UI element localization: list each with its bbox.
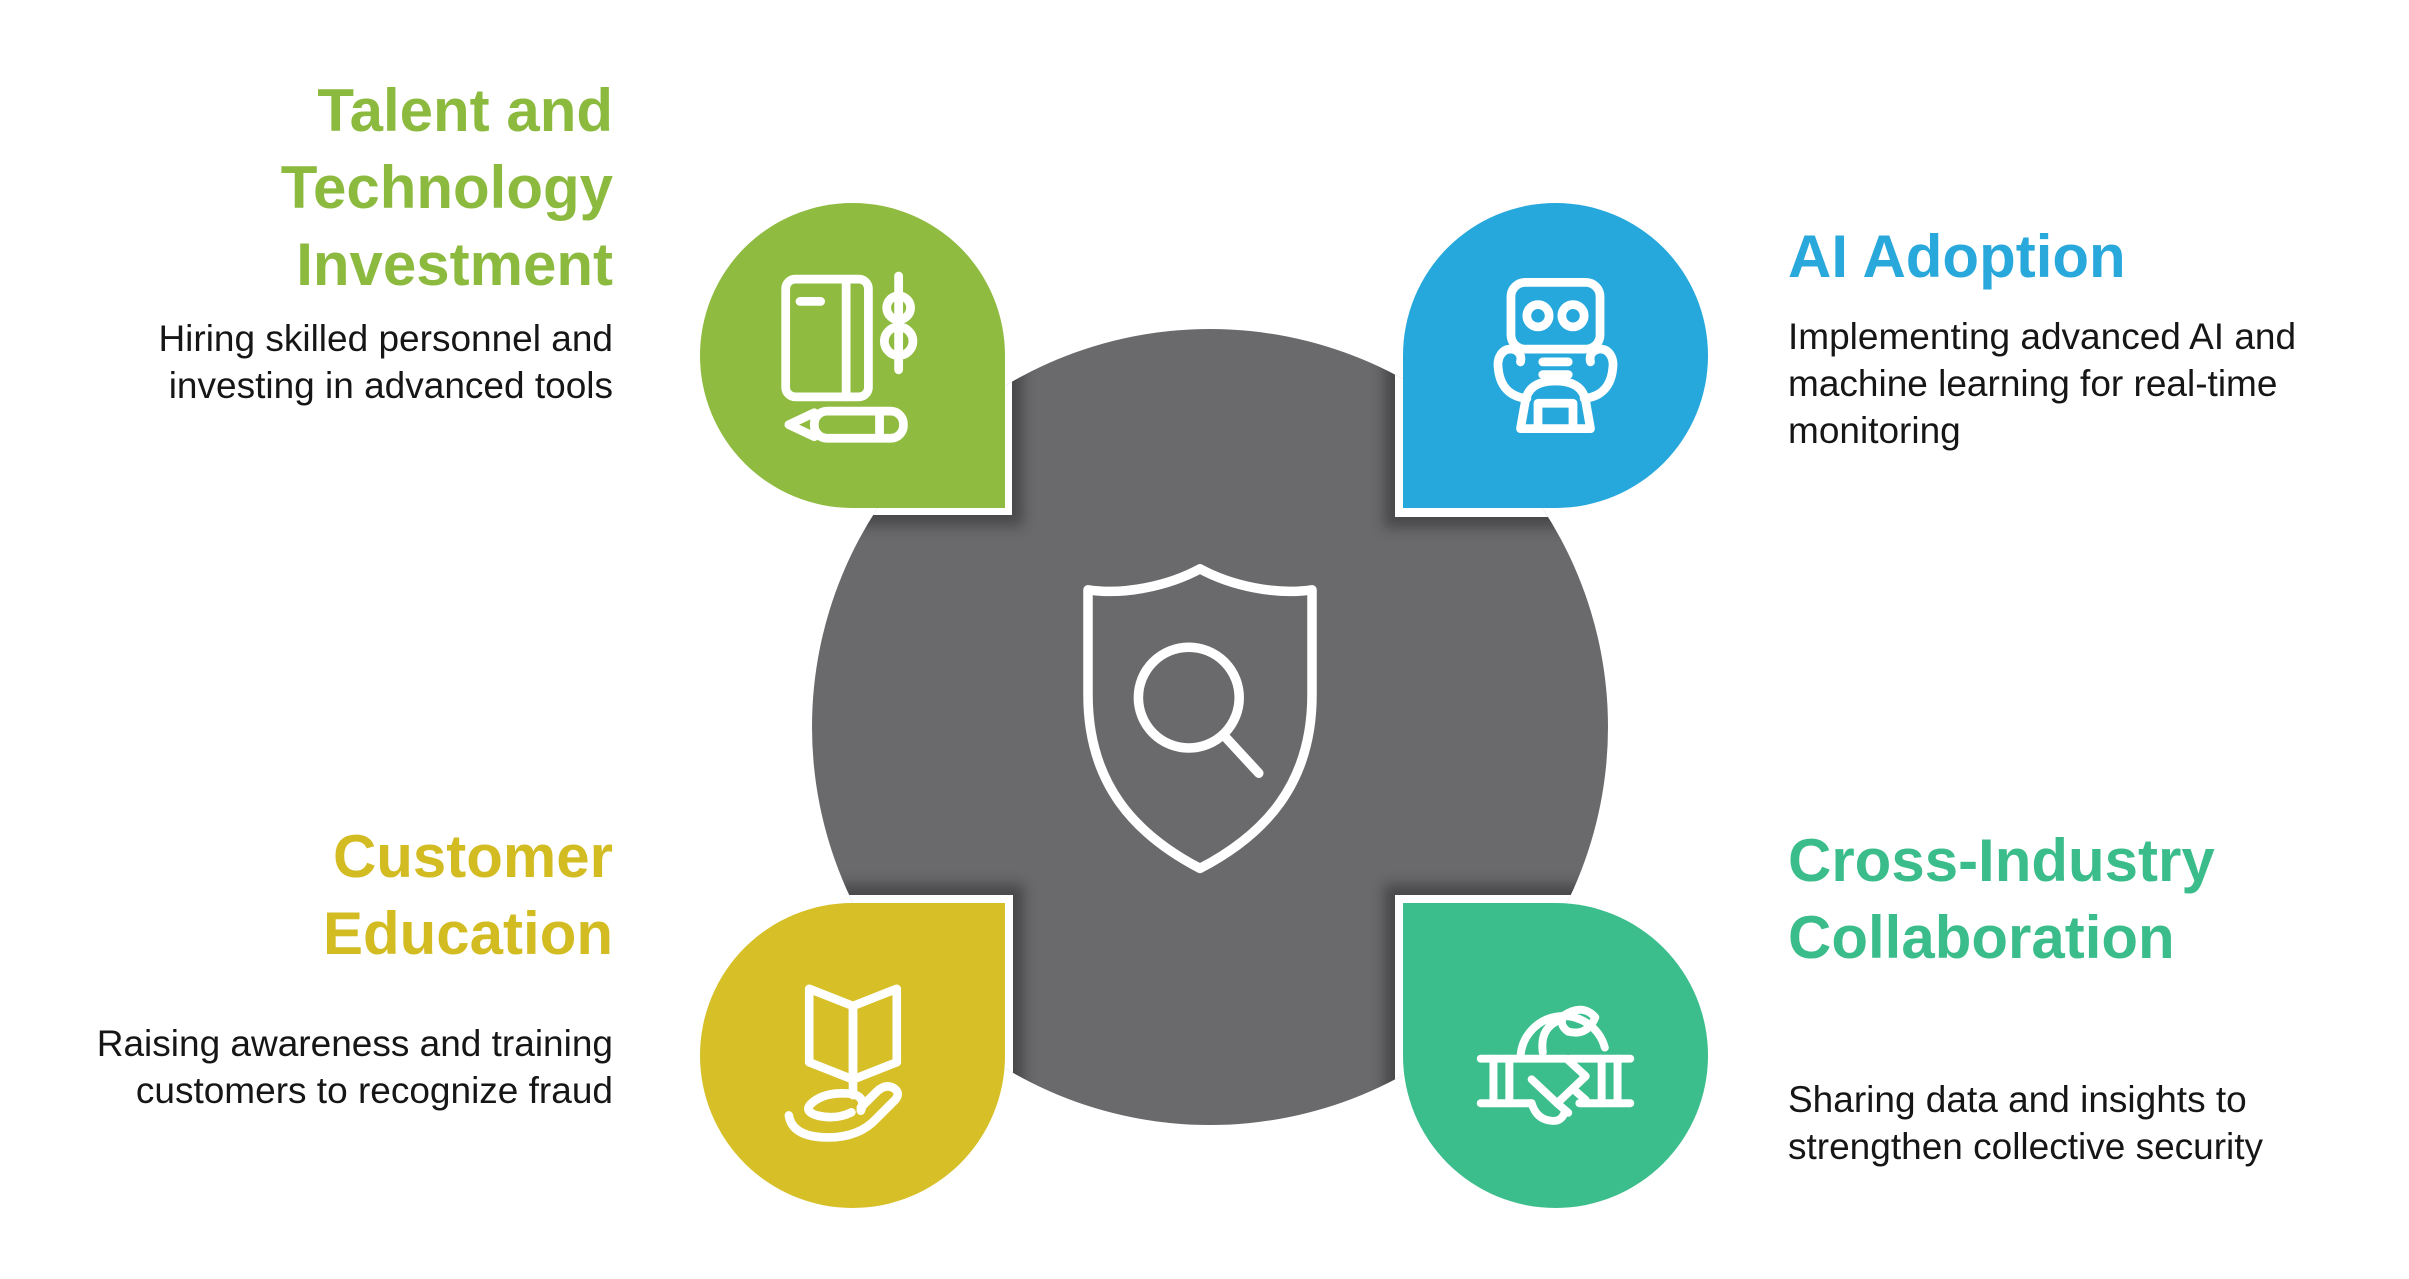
- collaboration-title-line: Cross-Industry: [1788, 827, 2215, 894]
- quadrant-talent-text: Talent and Technology Investment Hiring …: [158, 72, 613, 409]
- collaboration-desc-line: strengthen collective security: [1788, 1126, 2264, 1167]
- talent-title-line: Investment: [296, 231, 613, 298]
- talent-desc-line: investing in advanced tools: [168, 365, 613, 406]
- ai-desc-line: Implementing advanced AI and: [1788, 316, 2297, 357]
- open-book-hand-icon: [784, 983, 902, 1142]
- ai-desc-line: machine learning for real-time: [1788, 363, 2278, 404]
- ai-desc-line: monitoring: [1788, 410, 1961, 451]
- customer-description: Raising awareness and training customers…: [97, 1020, 613, 1114]
- collaboration-title: Cross-Industry Collaboration: [1788, 822, 2263, 976]
- talent-title: Talent and Technology Investment: [158, 72, 613, 303]
- quadrant-ai-text: AI Adoption Implementing advanced AI and…: [1788, 218, 2296, 454]
- badge-ai: [1403, 203, 1708, 508]
- quadrant-collaboration-text: Cross-Industry Collaboration Sharing dat…: [1788, 822, 2263, 1170]
- badge-collaboration: [1403, 903, 1708, 1208]
- robot-icon: [1493, 277, 1618, 434]
- talent-title-line: Technology: [280, 154, 613, 221]
- customer-title-line: Education: [322, 900, 613, 967]
- badge-customer: [700, 903, 1005, 1208]
- talent-desc-line: Hiring skilled personnel and: [158, 318, 613, 359]
- collaboration-description: Sharing data and insights to strengthen …: [1788, 1076, 2263, 1170]
- ai-description: Implementing advanced AI and machine lea…: [1788, 313, 2296, 454]
- ai-title: AI Adoption: [1788, 218, 2296, 295]
- customer-title: Customer Education: [97, 818, 613, 972]
- customer-desc-line: customers to recognize fraud: [135, 1070, 613, 1111]
- ai-title-line: AI Adoption: [1788, 223, 2126, 290]
- collaboration-desc-line: Sharing data and insights to: [1788, 1079, 2247, 1120]
- customer-title-line: Customer: [332, 823, 613, 890]
- talent-title-line: Talent and: [317, 77, 613, 144]
- customer-desc-line: Raising awareness and training: [96, 1023, 613, 1064]
- shield-magnifier-icon: [1060, 552, 1340, 888]
- badge-talent: [700, 203, 1005, 508]
- globe-handshake-icon: [1476, 1005, 1635, 1125]
- notebook-pen-icon: [781, 271, 918, 443]
- collaboration-title-line: Collaboration: [1788, 904, 2175, 971]
- quadrant-customer-text: Customer Education Raising awareness and…: [97, 818, 613, 1114]
- talent-description: Hiring skilled personnel and investing i…: [158, 315, 613, 409]
